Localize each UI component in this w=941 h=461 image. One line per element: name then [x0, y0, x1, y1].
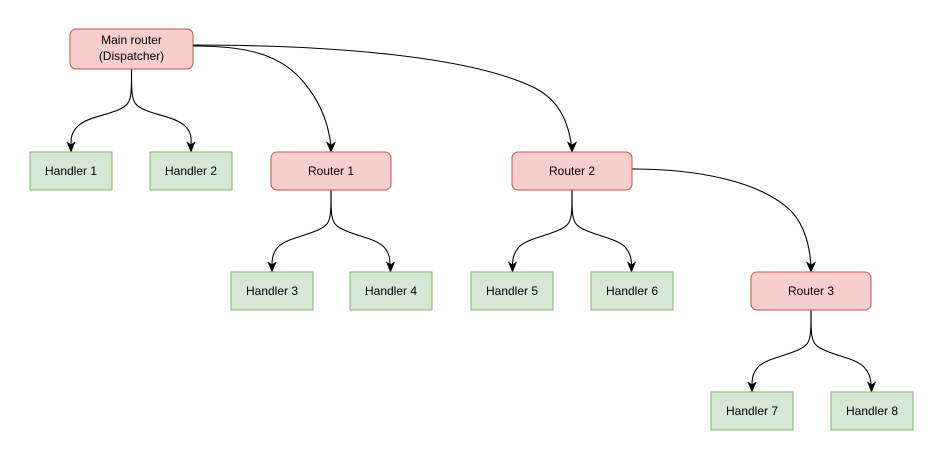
edge-router-1-to-handler-4-arrowhead-icon	[386, 261, 395, 273]
node-handler-5-box[interactable]	[470, 271, 554, 311]
edge-router-3-to-handler-7	[747, 309, 812, 393]
edge-router-2-to-handler-6-line	[571, 189, 633, 267]
edge-router-2-to-router-3	[631, 168, 816, 273]
edge-main-to-handler-2-line	[130, 68, 192, 147]
node-handler-4-label: Handler 4	[365, 284, 417, 298]
edge-router-3-to-handler-7-arrowhead-icon	[747, 381, 757, 393]
edge-router-3-to-handler-8-line	[810, 309, 872, 387]
node-handler-5[interactable]: Handler 5	[470, 271, 554, 311]
node-router-3-label: Router 3	[788, 284, 834, 298]
node-router-1[interactable]: Router 1	[270, 151, 392, 191]
node-handler-6-label: Handler 6	[606, 284, 658, 298]
node-main-router-label-line2: (Dispatcher)	[99, 49, 164, 63]
edge-main-to-handler-2	[130, 68, 196, 153]
node-handler-7[interactable]: Handler 7	[710, 391, 794, 431]
edge-router-1-to-handler-4-line	[330, 189, 391, 267]
edge-router-3-to-handler-8	[810, 309, 876, 393]
node-router-3[interactable]: Router 3	[750, 271, 872, 311]
node-main-router[interactable]: Main router (Dispatcher)	[69, 28, 194, 70]
node-handler-3[interactable]: Handler 3	[230, 271, 314, 311]
edge-main-to-router-1	[192, 45, 336, 153]
node-handler-2-box[interactable]	[149, 151, 233, 191]
edge-router-2-to-handler-5	[508, 189, 573, 273]
node-handler-2-label: Handler 2	[165, 164, 217, 178]
edge-main-to-router-1-line	[192, 45, 332, 147]
edge-router-2-to-handler-6	[571, 189, 636, 273]
edge-main-to-router-2	[192, 44, 577, 153]
node-handler-6-box[interactable]	[590, 271, 674, 311]
node-handler-7-box[interactable]	[710, 391, 794, 431]
node-router-1-box[interactable]	[270, 151, 392, 191]
edge-main-to-handler-1	[66, 68, 133, 153]
node-handler-1[interactable]: Handler 1	[29, 151, 113, 191]
node-handler-8-label: Handler 8	[846, 404, 898, 418]
node-router-2-label: Router 2	[549, 164, 595, 178]
edge-router-1-to-handler-3	[267, 189, 332, 273]
node-main-router-label-line1: Main router	[101, 33, 162, 47]
node-handler-3-label: Handler 3	[246, 284, 298, 298]
node-handler-6[interactable]: Handler 6	[590, 271, 674, 311]
node-handler-5-label: Handler 5	[486, 284, 538, 298]
edge-router-3-to-handler-8-arrowhead-icon	[867, 381, 876, 393]
edge-router-3-to-handler-7-line	[751, 309, 812, 387]
node-handler-8-box[interactable]	[830, 391, 914, 431]
node-handler-1-box[interactable]	[29, 151, 113, 191]
node-handler-7-label: Handler 7	[726, 404, 778, 418]
node-handler-4-box[interactable]	[349, 271, 433, 311]
node-handler-8[interactable]: Handler 8	[830, 391, 914, 431]
edges-layer	[66, 44, 876, 393]
node-handler-2[interactable]: Handler 2	[149, 151, 233, 191]
edge-router-1-to-handler-4	[330, 189, 395, 273]
node-handler-1-label: Handler 1	[45, 164, 97, 178]
edge-router-2-to-handler-5-arrowhead-icon	[508, 261, 517, 273]
edge-router-1-to-handler-3-line	[271, 189, 332, 267]
node-handler-4[interactable]: Handler 4	[349, 271, 433, 311]
node-router-2-box[interactable]	[511, 151, 633, 191]
edge-main-to-handler-1-line	[70, 68, 133, 147]
node-router-3-box[interactable]	[750, 271, 872, 311]
edge-main-to-handler-2-arrowhead-icon	[186, 141, 196, 153]
edge-main-to-handler-1-arrowhead-icon	[66, 141, 76, 153]
edge-router-1-to-handler-3-arrowhead-icon	[267, 261, 277, 273]
node-router-1-label: Router 1	[308, 164, 354, 178]
edge-router-2-to-handler-5-line	[511, 189, 573, 267]
edge-router-2-to-router-3-arrowhead-icon	[806, 261, 816, 273]
edge-main-to-router-1-arrowhead-icon	[326, 141, 336, 153]
node-handler-3-box[interactable]	[230, 271, 314, 311]
edge-main-to-router-2-line	[192, 44, 573, 147]
nodes-layer: Main router (Dispatcher) Handler 1 Handler …	[29, 28, 914, 431]
edge-router-2-to-router-3-line	[631, 168, 812, 267]
edge-main-to-router-2-arrowhead-icon	[567, 141, 577, 153]
node-main-router-box[interactable]	[69, 28, 194, 70]
edge-router-2-to-handler-6-arrowhead-icon	[627, 261, 636, 273]
node-router-2[interactable]: Router 2	[511, 151, 633, 191]
